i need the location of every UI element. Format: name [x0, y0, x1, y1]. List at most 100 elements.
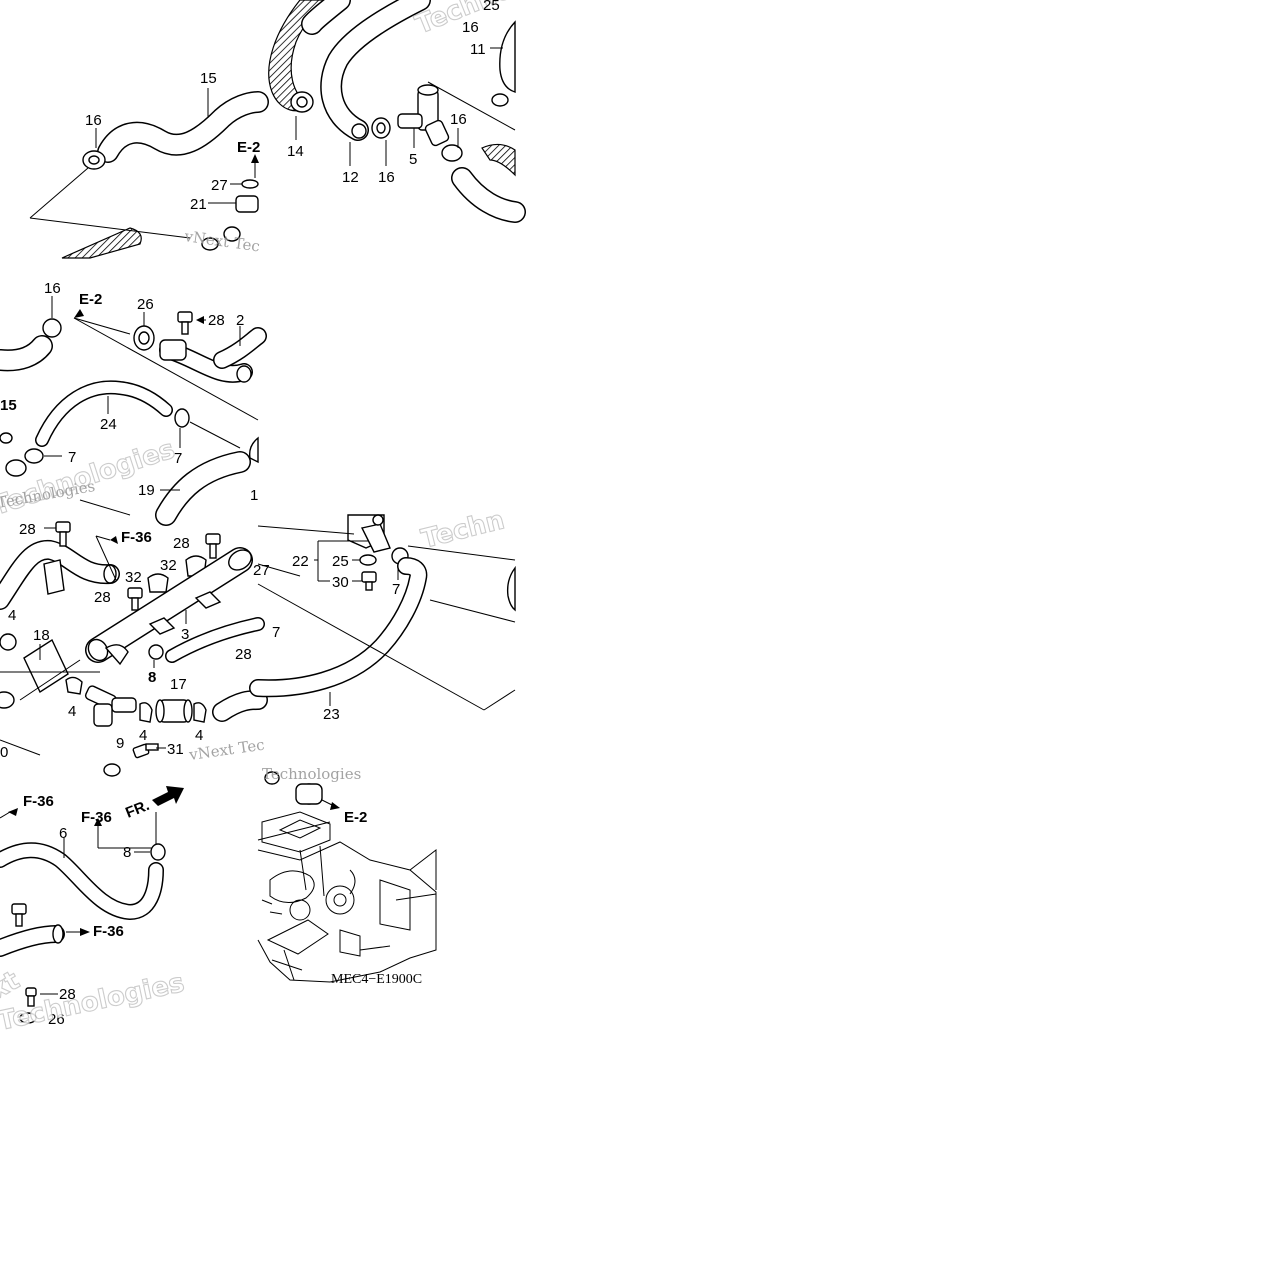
callout-28: 28 [94, 589, 111, 606]
pipe-3 [85, 547, 253, 663]
callout-21: 21 [190, 196, 207, 213]
callout-32: 32 [125, 569, 142, 586]
callout-18: 18 [33, 627, 50, 644]
callout-32: 32 [160, 557, 177, 574]
callout-28: 28 [235, 646, 252, 663]
watermark: Technologies [262, 765, 361, 783]
callout-4: 4 [8, 607, 16, 624]
watermark: Technologies [0, 968, 187, 1037]
clamp-7b [24, 448, 44, 464]
callout-5: 5 [409, 151, 417, 168]
watermark: xt [0, 965, 25, 1006]
callout-17: 17 [170, 676, 187, 693]
clamp-16c [441, 144, 463, 162]
joint-9 [84, 685, 137, 727]
tile-center-left: 28 F-36 28 32 32 28 4 18 3 7 28 8 17 4 4… [0, 521, 280, 777]
tile-top-left: 15 16 E-2 27 21 vNext Tec [29, 70, 269, 259]
callout-0: 0 [0, 744, 8, 761]
hose-11 [499, 20, 516, 93]
bolt-30 [361, 571, 377, 591]
callout-27: 27 [253, 562, 270, 579]
callout-4: 4 [195, 727, 203, 744]
callout-3: 3 [181, 626, 189, 643]
callout-8: 8 [148, 669, 156, 686]
callout-7: 7 [174, 450, 182, 467]
clamp-4c [193, 702, 207, 723]
callout-16: 16 [44, 280, 61, 297]
ref-e-2: E-2 [237, 139, 260, 156]
ref-f-36: F-36 [121, 529, 152, 546]
clamp-7 [174, 408, 190, 428]
hose-17 [155, 699, 193, 723]
callout-16: 16 [462, 19, 479, 36]
ref-f-36: F-36 [23, 793, 54, 810]
clamp-32b [147, 573, 169, 593]
watermark: Techn [418, 505, 507, 555]
callout-4: 4 [68, 703, 76, 720]
callout-7: 7 [392, 581, 400, 598]
callout-28: 28 [208, 312, 225, 329]
bolt-31 [132, 743, 159, 759]
callout-28: 28 [59, 986, 76, 1003]
direction-label: FR. [123, 797, 152, 822]
callout-19: 19 [138, 482, 155, 499]
tile-top-middle: Techno 25 16 11 14 12 16 5 16 [268, 0, 526, 223]
callout-25: 25 [483, 0, 500, 14]
grommet-e2 [295, 783, 323, 805]
clamp-4 [65, 676, 83, 695]
part-21 [235, 195, 259, 213]
hose-right [481, 143, 516, 177]
callout-16: 16 [450, 111, 467, 128]
hose-18 [23, 638, 69, 694]
callout-12: 12 [342, 169, 359, 186]
bolt-28c [127, 587, 143, 611]
ref-e-2: E-2 [344, 809, 367, 826]
callout-22: 22 [292, 553, 309, 570]
bolt-28d [11, 903, 27, 927]
bolt-28 [177, 311, 193, 335]
watermark: vNext Tec [182, 227, 261, 256]
callout-14: 14 [287, 143, 304, 160]
callout-6: 6 [59, 825, 67, 842]
clamp-8 [148, 644, 164, 660]
callout-26: 26 [48, 1011, 65, 1028]
callout-31: 31 [167, 741, 184, 758]
clamp-4b [139, 702, 153, 723]
callout-7: 7 [272, 624, 280, 641]
callout-2: 2 [236, 312, 244, 329]
seal-27 [241, 179, 259, 189]
ref-f-36: F-36 [81, 809, 112, 826]
callout-30: 30 [332, 574, 349, 591]
clamp-8b [150, 843, 166, 861]
callout-7: 7 [68, 449, 76, 466]
callout-9: 9 [116, 735, 124, 752]
callout-16: 16 [85, 112, 102, 129]
callout-25: 25 [332, 553, 349, 570]
washer-25 [359, 554, 377, 566]
callout-16: 16 [378, 169, 395, 186]
callout-27: 27 [211, 177, 228, 194]
ref-e-2: E-2 [79, 291, 102, 308]
diagram-code: MEC4−E1900C [331, 972, 422, 987]
callout-15: 15 [0, 397, 17, 414]
tile-bottom-middle: Technologies E-2 MEC4−E1900C [257, 765, 437, 987]
callout-24: 24 [100, 416, 117, 433]
callout-1: 1 [250, 487, 258, 504]
callout-28: 28 [173, 535, 190, 552]
tile-center-middle: Techn 22 25 30 7 27 23 [249, 505, 516, 723]
clamp-16d [42, 318, 62, 338]
callout-28: 28 [19, 521, 36, 538]
bolt-28e [25, 987, 37, 1007]
callout-23: 23 [323, 706, 340, 723]
bolt-28 [55, 521, 71, 547]
callout-15: 15 [200, 70, 217, 87]
callout-11: 11 [470, 41, 486, 58]
callout-26: 26 [137, 296, 154, 313]
engine-block [257, 811, 437, 983]
callout-4: 4 [139, 727, 147, 744]
joint-5 [397, 84, 450, 147]
tile-middle-left: 16 E-2 26 28 2 15 24 7 7 19 1 Technologi… [0, 280, 267, 526]
hose-lower [61, 227, 142, 259]
fr-arrow [152, 786, 184, 806]
